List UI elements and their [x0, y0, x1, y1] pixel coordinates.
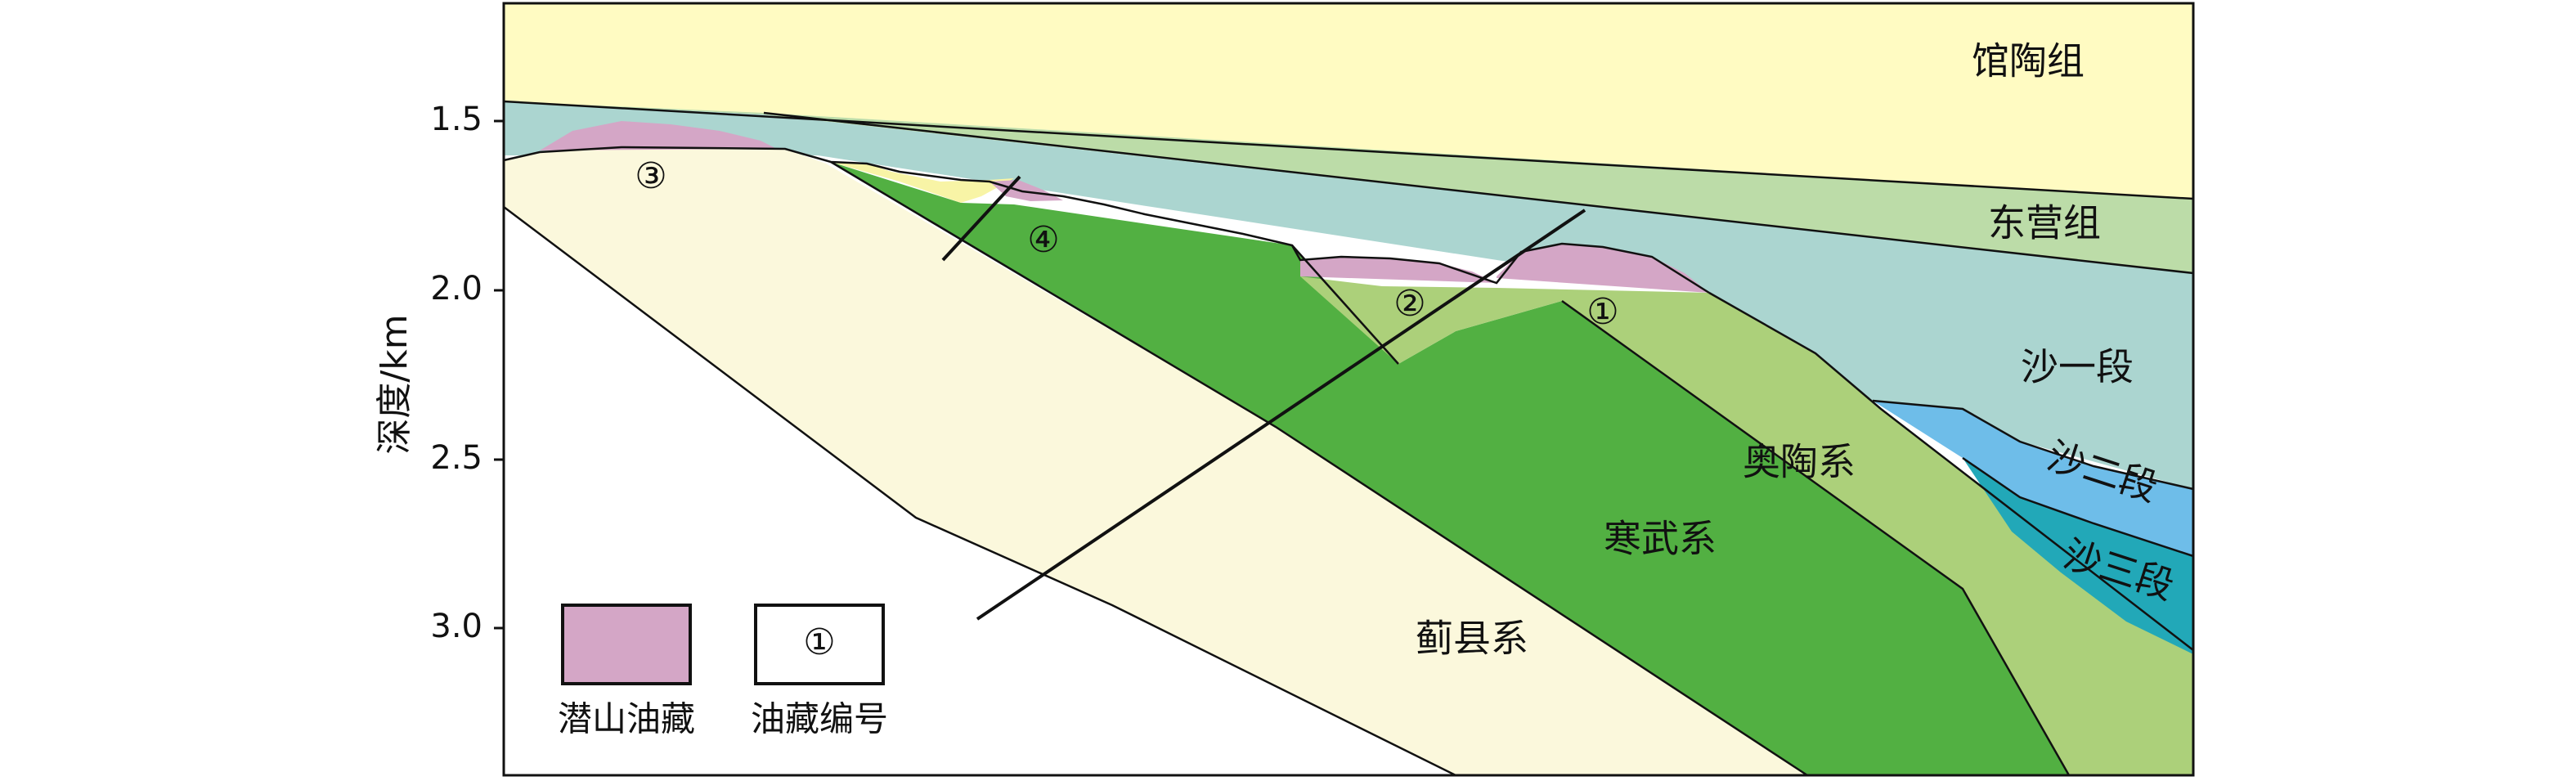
tick-label-1-5: 1.5	[430, 101, 482, 138]
legend: 潜山油藏 ① 油藏编号	[558, 604, 888, 739]
y-axis: 1.5 2.0 2.5 3.0 深度/km	[374, 101, 504, 645]
dongying-formation	[504, 101, 2193, 273]
jixian-system	[504, 147, 1807, 775]
frame-border	[502, 2, 2195, 777]
reservoir-4	[990, 180, 1063, 201]
guantao-formation	[504, 3, 2193, 199]
fault-left	[941, 175, 1021, 262]
label-jixian: 蓟县系	[1416, 617, 1528, 661]
label-cambrian: 寒武系	[1604, 517, 1717, 561]
label-dongying: 东营组	[1988, 201, 2101, 245]
reservoir-1	[1497, 244, 1709, 293]
tick-label-2-0: 2.0	[430, 270, 482, 307]
label-guantao: 馆陶组	[1972, 39, 2085, 83]
sha2-member	[1873, 401, 2193, 556]
reservoir-numbers: ① ② ③ ④	[635, 155, 1618, 333]
legend-number-symbol: ①	[803, 622, 835, 663]
legend-label-number: 油藏编号	[751, 699, 888, 739]
label-sha1: 沙一段	[2021, 345, 2134, 389]
cambrian-system	[831, 162, 2069, 775]
tick-label-3-0: 3.0	[430, 608, 482, 645]
faults	[941, 175, 1586, 621]
y-axis-label: 深度/km	[374, 314, 415, 454]
reservoir-3	[540, 121, 777, 150]
fault-right	[976, 209, 1586, 621]
legend-label-reservoir: 潜山油藏	[558, 699, 695, 739]
reservoir-number-3: ③	[635, 155, 666, 197]
label-ordovician: 奥陶系	[1743, 440, 1856, 484]
reservoir-2	[1300, 257, 1497, 283]
legend-swatch-number	[754, 604, 885, 685]
tick-label-2-5: 2.5	[430, 439, 482, 477]
reservoir-number-2: ②	[1393, 283, 1425, 325]
reservoir-number-1: ①	[1586, 291, 1618, 333]
legend-swatch-reservoir	[561, 604, 692, 685]
jixian-lens	[831, 162, 1014, 203]
reservoir-number-4: ④	[1027, 219, 1059, 261]
